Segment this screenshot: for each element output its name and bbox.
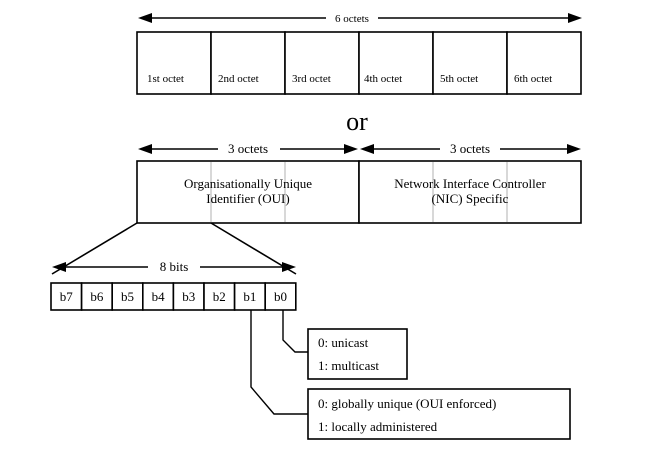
octet-label-4: 4th octet: [364, 73, 402, 85]
bit-label-b0: b0: [274, 289, 287, 304]
b0-legend-multicast: 1: multicast: [318, 358, 379, 373]
bit-label-b2: b2: [213, 289, 226, 304]
bit-box-b7: [50, 282, 83, 311]
b0-legend-unicast: 0: unicast: [318, 335, 369, 350]
bit-box-b3: [172, 282, 205, 311]
nic-label-line1: Network Interface Controller: [394, 176, 546, 191]
nic-label-line2: (NIC) Specific: [432, 191, 509, 206]
bit-box-b1: [233, 282, 267, 311]
octet-label-6: 6th octet: [514, 73, 552, 85]
or-separator: or: [346, 107, 368, 136]
b1-legend-global: 0: globally unique (OUI enforced): [318, 396, 496, 411]
b1-connector: [250, 310, 308, 415]
six-octets-span: 6 octets: [138, 13, 582, 25]
nic-box: [358, 160, 582, 224]
bit-label-b7: b7: [60, 289, 74, 304]
oui-label-line2: Identifier (OUI): [206, 191, 289, 206]
octet-box-4: [358, 31, 434, 95]
bit-box-b4: [142, 282, 175, 311]
b0-legend-box: [307, 328, 408, 380]
octet-box-3: [284, 31, 360, 95]
nic-span: 3 octets: [360, 141, 581, 156]
oui-box: [136, 160, 360, 224]
b1-legend-box: [307, 388, 571, 440]
octet-row: 1st octet 2nd octet 3rd octet 4th octet …: [136, 31, 582, 95]
octet-box-2: [210, 31, 286, 95]
b0-connector: [282, 310, 308, 353]
octet-label-2: 2nd octet: [218, 73, 259, 85]
b1-legend-local: 1: locally administered: [318, 419, 438, 434]
octet-label-5: 5th octet: [440, 73, 478, 85]
eight-bits-span: 8 bits: [52, 259, 296, 274]
bit-label-b5: b5: [121, 289, 134, 304]
oui-span: 3 octets: [138, 141, 358, 156]
octet-label-1: 1st octet: [147, 73, 184, 85]
bit-label-b3: b3: [182, 289, 195, 304]
bit-label-b1: b1: [243, 289, 256, 304]
b0-legend: 0: unicast 1: multicast: [307, 328, 408, 380]
bit-box-b2: [203, 282, 236, 311]
oui-nic-row: Organisationally Unique Identifier (OUI)…: [136, 160, 582, 224]
bit-label-b4: b4: [152, 289, 166, 304]
six-octets-label: 6 octets: [335, 13, 369, 25]
nic-span-label: 3 octets: [450, 141, 490, 156]
octet-label-3: 3rd octet: [292, 73, 331, 85]
bit-box-b5: [111, 282, 144, 311]
bit-row: b7 b6 b5 b4 b3 b2 b1 b0: [50, 282, 297, 311]
bit-box-b0: [264, 282, 297, 311]
oui-span-label: 3 octets: [228, 141, 268, 156]
b1-legend: 0: globally unique (OUI enforced) 1: loc…: [307, 388, 571, 440]
octet-box-6: [506, 31, 582, 95]
zoom-lines: [51, 222, 297, 275]
eight-bits-label: 8 bits: [160, 259, 189, 274]
bit-label-b6: b6: [90, 289, 104, 304]
oui-label-line1: Organisationally Unique: [184, 176, 312, 191]
bit-box-b6: [80, 282, 113, 311]
